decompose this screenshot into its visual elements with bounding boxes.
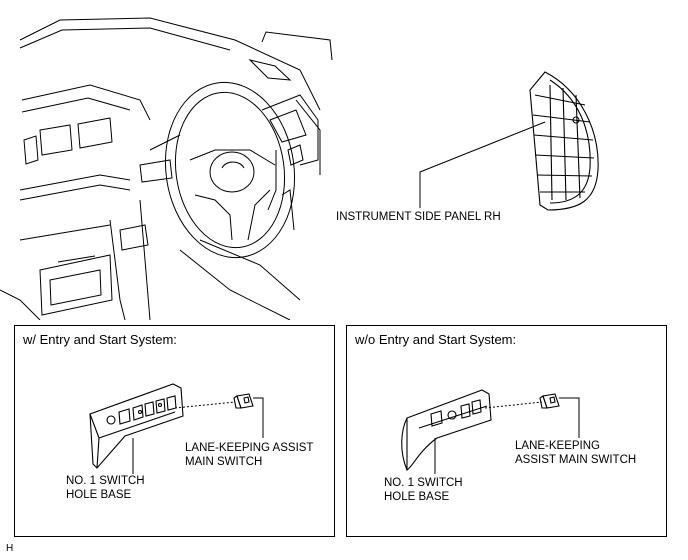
dashboard-illustration bbox=[0, 17, 599, 320]
with-entry-start-box: w/ Entry and Start System: LANE-KEEP bbox=[14, 325, 335, 537]
instrument-side-panel-rh-drawing bbox=[529, 71, 599, 211]
without-entry-start-title: w/o Entry and Start System: bbox=[355, 332, 517, 347]
right-lka-switch-label-line2: ASSIST MAIN SWITCH bbox=[515, 454, 637, 466]
right-lka-switch-label-line1: LANE-KEEPING bbox=[515, 440, 600, 452]
right-hole-base-label-line1: NO. 1 SWITCH bbox=[384, 477, 463, 489]
left-lka-switch-label-line1: LANE-KEEPING ASSIST bbox=[185, 442, 314, 454]
figure-code: H bbox=[6, 543, 14, 554]
without-entry-start-box: w/o Entry and Start System: LANE-KEEPING… bbox=[346, 325, 667, 537]
right-switch-illustration bbox=[401, 389, 580, 474]
right-hole-base-label-line2: HOLE BASE bbox=[384, 491, 450, 503]
left-switch-illustration bbox=[89, 383, 264, 474]
left-hole-base-label-line2: HOLE BASE bbox=[66, 489, 132, 501]
with-entry-start-title: w/ Entry and Start System: bbox=[23, 332, 177, 347]
left-hole-base-label-line1: NO. 1 SWITCH bbox=[66, 475, 145, 487]
instrument-side-panel-label: INSTRUMENT SIDE PANEL RH bbox=[336, 211, 501, 223]
left-lka-switch-label-line2: MAIN SWITCH bbox=[185, 456, 263, 468]
